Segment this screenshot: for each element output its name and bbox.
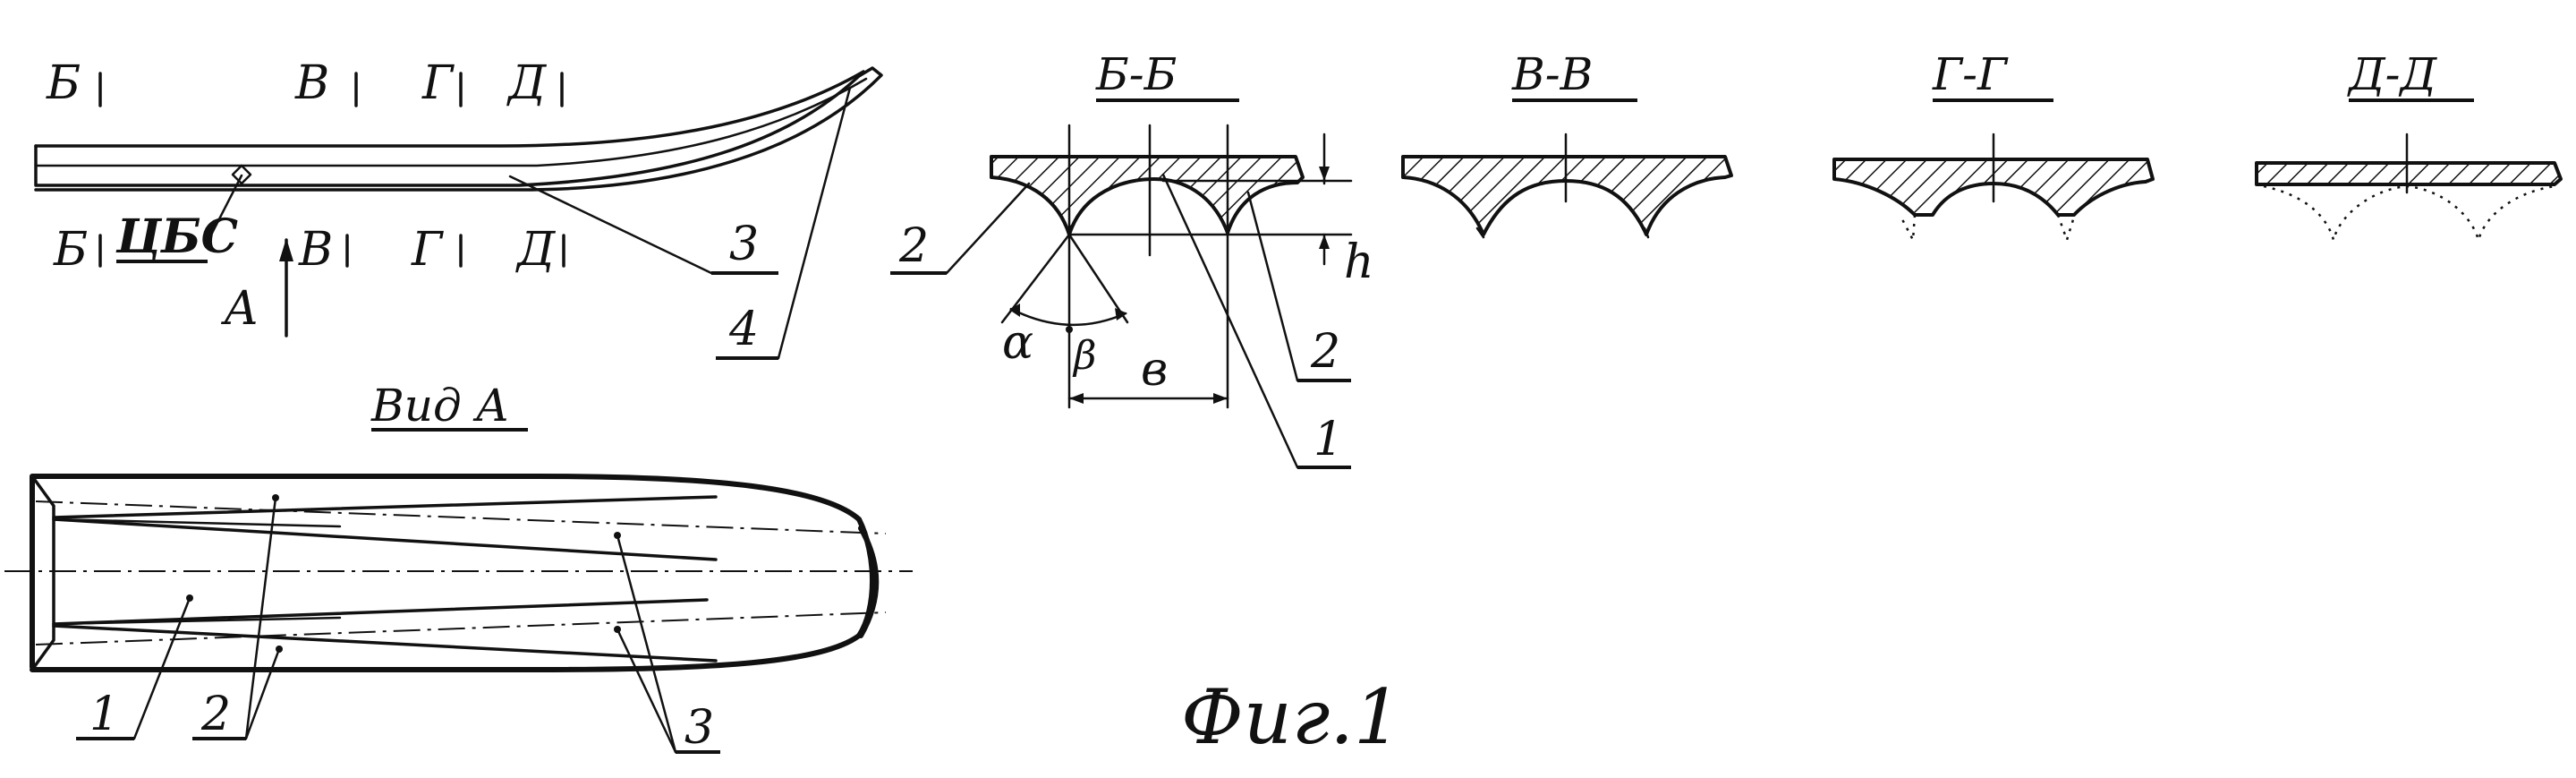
ski-tip-cap [858, 526, 880, 638]
section-bb-b-arrow-right-icon [1213, 393, 1228, 404]
ski-bottom-inner-outline [30, 474, 55, 671]
side-view: Б В Г Д Б В Г Д ЦБС А 3 4 [34, 56, 883, 360]
groove-lower-inner [52, 598, 709, 626]
groove-axis-upper [35, 500, 887, 534]
section-dd-profile [2255, 161, 2563, 186]
section-gg-profile [1832, 158, 2155, 217]
view-a-callout-2-leader-b [244, 647, 281, 740]
view-a-title: Вид А [370, 380, 509, 432]
ski-side-outline [34, 66, 883, 192]
section-vv: В-В [1401, 48, 1733, 239]
groove-upper-outer [52, 495, 718, 519]
callout-4-leader [777, 86, 852, 360]
view-a-arrow-label: А [220, 282, 259, 336]
section-bb-groove-line [990, 175, 1299, 236]
callout-3-leader [508, 175, 713, 275]
section-bb-b-arrow-left-icon [1069, 393, 1084, 404]
section-gg-dotted-right [2056, 214, 2076, 244]
view-a-callout-2-label: 2 [200, 688, 231, 741]
groove-upper-inner [52, 517, 718, 561]
section-bb-callout-1-leader [1161, 173, 1299, 469]
section-bb-h-arrow-top-icon [1319, 167, 1330, 181]
section-bb-callout-1-label: 1 [1314, 413, 1343, 466]
section-bb-title: Б-Б [1095, 48, 1177, 100]
section-mark-v-top: В [294, 56, 329, 110]
view-a-callout-3-leader-b [616, 628, 677, 754]
section-dd-dotted-grooves [2263, 184, 2555, 244]
section-bb-dim-h: h [1344, 235, 1374, 289]
section-dd: Д-Д [2255, 48, 2563, 244]
section-bb-h-arrow-bottom-icon [1319, 235, 1330, 249]
section-dd-title: Д-Д [2347, 48, 2438, 100]
section-vv-tip-right [1643, 227, 1650, 239]
view-a-arrow-head-icon [279, 238, 293, 261]
view-a-callout-1-leader [132, 596, 191, 740]
section-bb-angle-beta: β [1072, 333, 1096, 379]
callout-3-label: 3 [729, 218, 759, 271]
section-vv-profile [1401, 155, 1733, 236]
callout-4-label: 4 [728, 303, 759, 356]
figure-caption: Фиг.1 [1181, 673, 1401, 761]
section-mark-d-top: Д [506, 56, 548, 110]
section-gg-title: Г-Г [1932, 48, 2009, 100]
view-a: Вид А 1 2 3 [4, 380, 913, 755]
section-bb-dim-b: в [1141, 343, 1168, 397]
section-bb-callout-2-left-leader [945, 182, 1031, 275]
section-bb-callout-2-right-leader [1246, 191, 1299, 382]
section-bb-angle-dot-icon [1066, 326, 1073, 333]
cbs-leader-line [206, 174, 243, 244]
cbs-marker-icon [231, 164, 252, 185]
section-vv-title: В-В [1511, 48, 1593, 100]
section-vv-tip-left [1475, 227, 1485, 239]
section-bb-angle-arrow-left-icon [1009, 304, 1020, 317]
section-bb-angle-line-right [1067, 233, 1129, 324]
groove-upper-edge [52, 517, 342, 528]
section-bb-angle-arc [1009, 307, 1127, 326]
view-a-callout-2-leader-a [244, 496, 277, 740]
cbs-label: ЦБС [115, 209, 238, 264]
view-a-callout-1-label: 1 [89, 688, 119, 741]
section-gg-dotted-left [1900, 214, 1917, 244]
view-a-callout-3-label: 3 [684, 701, 714, 755]
section-bb-callout-2-right-label: 2 [1310, 325, 1340, 379]
section-bb-angle-alpha: α [1002, 316, 1033, 370]
section-mark-b-bottom: Б [53, 223, 88, 277]
section-bb-callout-2-left-label: 2 [898, 219, 929, 273]
section-mark-v-bottom: В [298, 223, 333, 277]
ski-top-line [34, 70, 865, 148]
section-mark-g-top: Г [421, 56, 455, 110]
view-a-callout-3-leader-a [616, 534, 677, 754]
ski-inner-line [34, 77, 868, 167]
groove-lower-edge [52, 616, 342, 626]
section-bb-angle-arrow-right-icon [1115, 308, 1127, 321]
ski-bottom-outline [30, 474, 875, 672]
groove-lower-outer [52, 624, 718, 663]
section-mark-g-bottom: Г [411, 223, 444, 277]
section-bb: Б-Б h α β в 2 2 [890, 48, 1374, 469]
section-mark-d-bottom: Д [515, 223, 557, 277]
section-mark-b-top: Б [46, 56, 81, 110]
section-gg: Г-Г [1832, 48, 2155, 244]
groove-axis-lower [35, 611, 887, 645]
